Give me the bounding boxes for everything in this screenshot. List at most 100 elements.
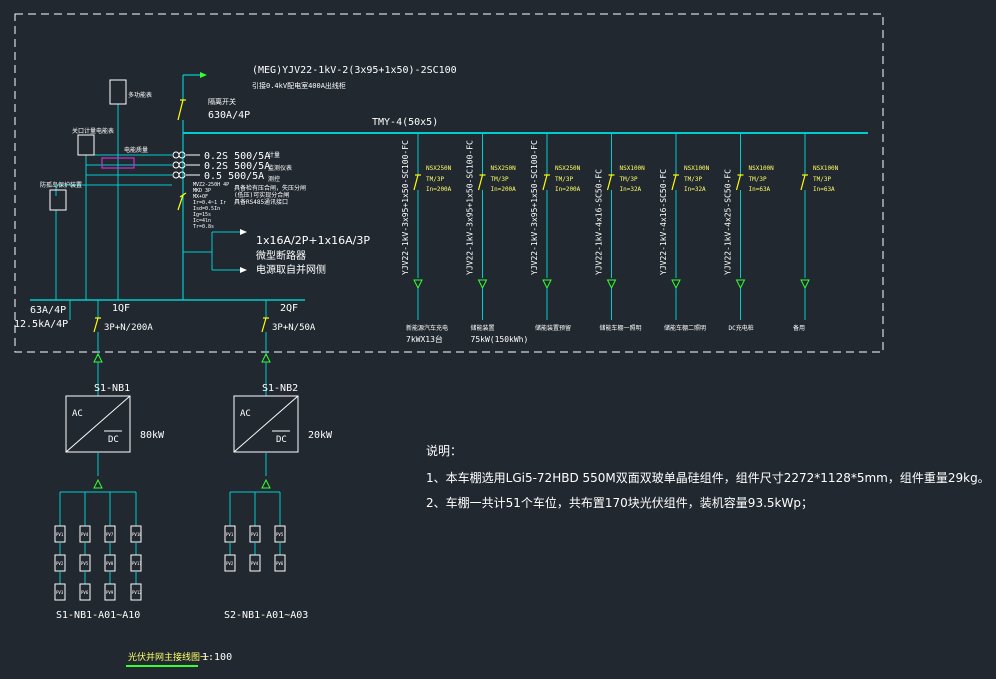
feeder-breaker: NSX100N [684,165,710,172]
feeder-breaker: NSX100N [620,165,646,172]
svg-text:PV10: PV10 [132,532,142,537]
feeder-arrow-icon [413,279,423,290]
svg-text:PV9: PV9 [106,590,114,595]
feeder-load: 储能车棚二照明 [664,324,706,332]
feeder-load: 备用 [793,324,805,332]
feeder-arrow-icon [477,279,488,290]
notes-line-1: 1、本车棚选用LGi5-72HBD 550M双面双玻单晶硅组件，组件尺寸2272… [426,470,990,485]
pv-module [54,583,66,601]
feeder-load-detail: 75kW(150kWh) [471,335,529,344]
svg-text:PV7: PV7 [106,532,114,537]
mcb-rating: 1x16A/2P+1x16A/3P [256,234,370,247]
svg-text:具备检有压合闸，失压分闸: 具备检有压合闸，失压分闸 [234,184,306,192]
feeder-load: 储能装置 [471,324,495,332]
svg-text:MX+OF: MX+OF [193,194,208,200]
isolation-switch-rating: 630A/4P [208,110,250,121]
feeder-arrow-icon [800,279,810,290]
feeder-4: NSX100NTM/3PIn=32AYJV22-1kV-4x16-SC50-FC… [595,133,646,332]
svg-text:PV11: PV11 [132,561,142,566]
svg-text:Isd=0.5In: Isd=0.5In [193,206,220,212]
incoming-arrow-icon [200,72,207,78]
ct-note-2: 监测仪表 [268,164,292,172]
pv-module [249,554,261,572]
svg-text:PV6: PV6 [81,590,89,595]
metering-wiring [55,104,172,300]
pv-module [274,554,286,572]
pv-module [104,583,116,601]
isolation-switch-name: 隔离开关 [208,97,236,106]
feeder-poles: TM/3P [426,176,444,183]
feeder-arrow-icon [542,279,552,290]
feeder-poles: TM/3P [749,176,767,183]
svg-text:PV2: PV2 [56,561,64,566]
feeder-poles: TM/3P [491,176,509,183]
feeder-ir: In=200A [491,186,517,193]
inverter-name: S1-NB2 [262,383,298,394]
breaker-2qf-rating: 3P+N/50A [272,323,316,333]
anti-islanding-box [49,189,67,211]
feeder-poles: TM/3P [620,176,638,183]
svg-text:PV6: PV6 [276,561,284,566]
switchboard-boundary [14,13,884,353]
feeder-6: NSX100NTM/3PIn=63AYJV22-1kV-4x25-SC50-FC… [724,133,775,332]
svg-text:PV1: PV1 [226,532,234,537]
inverter-arrow-icon [93,478,103,489]
svg-text:(低压)可实现分合闸: (低压)可实现分合闸 [234,191,289,199]
feeder-ir: In=32A [620,186,642,193]
highlight-box [101,157,135,169]
feeder-cable: YJV22-1kV-4x25-SC50-FC [724,169,733,275]
drawing-title: 光伏并网主接线图一 [128,651,209,663]
isolation-switch-icon [177,99,186,121]
mcb-branch [183,231,240,271]
left-rating-1: 63A/4P [30,305,66,316]
feeder-2: NSX250NTM/3PIn=200AYJV22-1kV-3x95+1x50-S… [466,133,529,344]
svg-text:PV2: PV2 [226,561,234,566]
svg-text:Ic=4ln: Ic=4ln [193,218,211,224]
pv-module [79,583,91,601]
inverter-name: S1-NB1 [94,383,130,394]
feeder-ir: In=200A [555,186,581,193]
feeder-arrow-icon [735,279,746,290]
feeder-load: 新能源汽车充电 [406,324,448,332]
svg-text:PV4: PV4 [81,532,89,537]
feeder-breaker: NSX250N [555,165,581,172]
ct-note-1: 计量 [268,151,280,159]
feeder-breaker: NSX100N [749,165,775,172]
feeder-cable: YJV22-1kV-4x16-SC50-FC [659,169,668,275]
svg-text:PV5: PV5 [81,561,89,566]
breaker-1qf-name: 1QF [112,303,130,314]
left-rating-2: 12.5kA/4P [14,319,68,330]
anti-islanding-label: 防孤岛保护装置 [40,181,82,189]
feeder-ir: In=63A [813,186,835,193]
feeder-poles: TM/3P [555,176,573,183]
svg-text:PV3: PV3 [251,532,259,537]
feeder-breaker: NSX250N [426,165,452,172]
svg-text:Ig=15s: Ig=15s [193,212,211,218]
ct-rating-2: 0.2S 500/5A [204,161,270,172]
feeder-cable: YJV22-1kV-3x95+1x50-SC100-FC [401,140,410,275]
inverter-arrow-icon [261,478,271,489]
feeder-breaker: NSX100N [813,165,839,172]
svg-text:PV4: PV4 [251,561,259,566]
svg-text:PV8: PV8 [106,561,114,566]
inverter-dc: DC [276,435,287,445]
feeder-cable: YJV22-1kV-3x95+1x50-SC100-FC [530,140,539,275]
feeder-group: NSX250N TM/3P In=200A YJV22-1kV-3x95+1x50-S… [401,133,839,344]
inverter-ac: AC [72,409,83,419]
meter-label: 多功能表 [128,91,152,99]
feeder-arrow-icon [671,279,681,290]
power-quality-box [77,134,95,156]
svg-text:Tr=0.8s: Tr=0.8s [193,224,214,230]
feeder-poles: TM/3P [684,176,702,183]
meter-box [109,79,127,105]
inverter-power: 20kW [308,430,333,441]
breaker-1qf-rating: 3P+N/200A [104,323,153,333]
feeder-breaker: NSX250N [491,165,517,172]
feeder-1: NSX250N TM/3P In=200A YJV22-1kV-3x95+1x50-S… [401,133,452,344]
mcb-arrow-icon-1 [240,229,247,235]
feeder-ir: In=200A [426,186,452,193]
